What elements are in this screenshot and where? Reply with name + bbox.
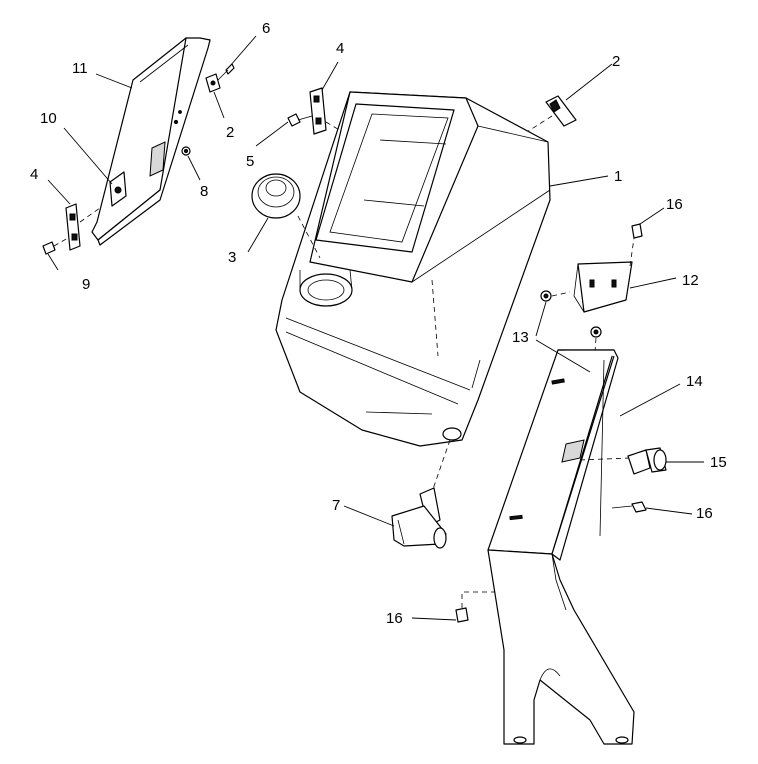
tank-body-part: [275, 91, 551, 493]
callout-16-top: 16: [666, 196, 683, 213]
callout-labels: 11 10 4 9 6 2 8 4 5 2 1 3 16 12 13 14 15…: [30, 20, 727, 627]
callout-8: 8: [200, 183, 208, 200]
callout-1: 1: [614, 168, 622, 185]
lid-hardware: [42, 63, 235, 255]
callout-14: 14: [686, 373, 703, 390]
callout-10: 10: [40, 110, 57, 127]
tank-hinge-part: [287, 87, 347, 135]
leader-lines: [47, 35, 704, 621]
callout-15: 15: [710, 454, 727, 471]
bolts-part: [455, 223, 647, 623]
callout-13: 13: [512, 329, 529, 346]
callout-2-right: 2: [612, 53, 620, 70]
callout-4-top: 4: [336, 40, 344, 57]
callout-9: 9: [82, 276, 90, 293]
mounting-bracket-part: [487, 349, 635, 745]
callout-16-bottom: 16: [386, 610, 403, 627]
fill-cap-part: [251, 173, 321, 259]
callout-12: 12: [682, 272, 699, 289]
callout-7: 7: [332, 497, 340, 514]
callout-16-mid: 16: [696, 505, 713, 522]
callout-2-left: 2: [226, 124, 234, 141]
callout-5: 5: [246, 153, 254, 170]
callout-11: 11: [72, 60, 88, 77]
callout-6: 6: [262, 20, 270, 37]
bracket-part: [573, 237, 635, 313]
knob-part: [627, 447, 667, 475]
elbow-fitting-part: [391, 487, 447, 549]
callout-4-left: 4: [30, 166, 38, 183]
callout-3: 3: [228, 249, 236, 266]
lid-cover-part: [91, 37, 211, 246]
